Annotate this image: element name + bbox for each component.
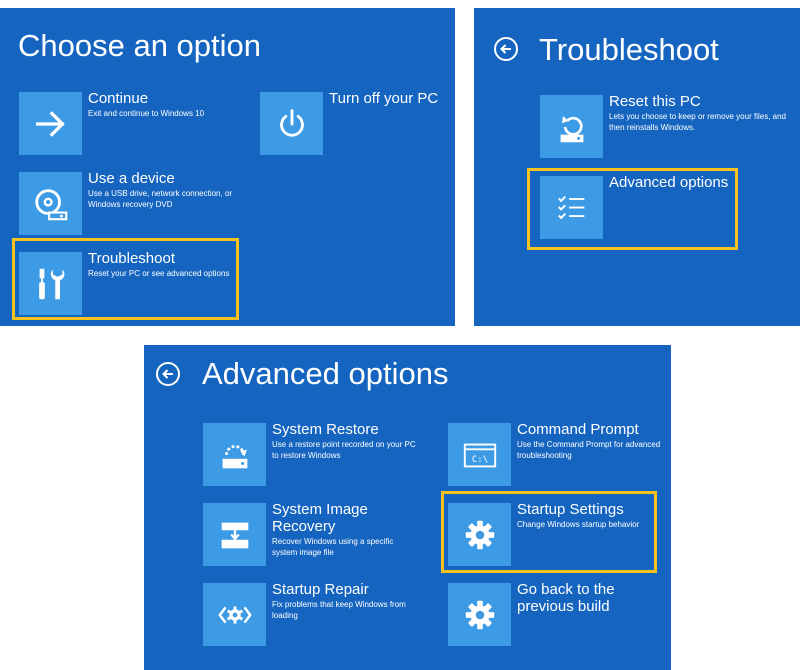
back-button[interactable] (156, 362, 180, 386)
option-title: Go back to the previous build (517, 581, 615, 615)
choose-an-option-panel: Choose an option Continue Exit and conti… (0, 8, 455, 326)
gear-icon (448, 583, 511, 646)
system-image-recovery-option[interactable]: System Image Recovery Recover Windows us… (203, 501, 418, 566)
command-prompt-option-text: Command Prompt Use the Command Prompt fo… (517, 421, 663, 461)
turn-off-pc-option[interactable]: Turn off your PC (260, 90, 445, 155)
continue-option-text: Continue Exit and continue to Windows 10 (88, 90, 249, 119)
advanced-options-panel: Advanced options System Restore Use a re… (144, 345, 671, 670)
option-title: Advanced options (609, 174, 729, 191)
use-a-device-option-text: Use a device Use a USB drive, network co… (88, 170, 249, 210)
system-restore-option[interactable]: System Restore Use a restore point recor… (203, 421, 418, 486)
option-title: System Restore (272, 421, 379, 438)
option-description: Use the Command Prompt for advanced trou… (517, 440, 661, 460)
tools-icon (19, 252, 82, 315)
system-image-icon (203, 503, 266, 566)
option-description: Use a USB drive, network connection, or … (88, 189, 233, 209)
option-title: System Image Recovery (272, 501, 368, 535)
page-title: Choose an option (18, 28, 262, 63)
option-title: Continue (88, 90, 149, 107)
advanced-option-text: Advanced options (609, 174, 730, 191)
troubleshoot-option[interactable]: Troubleshoot Reset your PC or see advanc… (19, 250, 234, 315)
option-title: Troubleshoot (88, 250, 175, 267)
back-arrow-icon (162, 369, 173, 379)
command-prompt-icon: C:\ (448, 423, 511, 486)
continue-option[interactable]: Continue Exit and continue to Windows 10 (19, 90, 249, 155)
startup-repair-option-text: Startup Repair Fix problems that keep Wi… (272, 581, 418, 621)
option-description: Fix problems that keep Windows from load… (272, 600, 406, 620)
go-back-option-text: Go back to the previous build (517, 581, 648, 615)
startup-repair-icon (203, 583, 266, 646)
option-description: Recover Windows using a specific system … (272, 537, 394, 557)
system-image-option-text: System Image Recovery Recover Windows us… (272, 501, 418, 558)
option-description: Lets you choose to keep or remove your f… (609, 112, 786, 132)
startup-settings-option[interactable]: Startup Settings Change Windows startup … (448, 501, 648, 566)
command-prompt-option[interactable]: C:\ Command Prompt Use the Command Promp… (448, 421, 663, 486)
option-description: Exit and continue to Windows 10 (88, 109, 205, 118)
troubleshoot-panel: Troubleshoot Reset this PC Lets you choo… (474, 8, 800, 326)
back-arrow-icon (500, 44, 511, 54)
turn-off-option-text: Turn off your PC (329, 90, 445, 107)
arrow-right-icon (19, 92, 82, 155)
option-title: Reset this PC (609, 93, 701, 110)
option-title: Command Prompt (517, 421, 639, 438)
reset-this-pc-option[interactable]: Reset this PC Lets you choose to keep or… (540, 93, 790, 158)
page-title: Advanced options (202, 356, 449, 391)
startup-repair-option[interactable]: Startup Repair Fix problems that keep Wi… (203, 581, 418, 646)
startup-settings-option-text: Startup Settings Change Windows startup … (517, 501, 648, 530)
page-title: Troubleshoot (539, 32, 719, 67)
option-title: Startup Repair (272, 581, 369, 598)
disc-drive-icon (19, 172, 82, 235)
option-title: Startup Settings (517, 501, 624, 518)
option-title: Use a device (88, 170, 175, 187)
power-icon (260, 92, 323, 155)
prompt-glyph: C:\ (471, 455, 487, 465)
reset-pc-icon (540, 95, 603, 158)
checklist-icon (540, 176, 603, 239)
option-title: Turn off your PC (329, 90, 439, 107)
go-back-previous-build-option[interactable]: Go back to the previous build (448, 581, 648, 646)
option-description: Use a restore point recorded on your PC … (272, 440, 416, 460)
advanced-options-option[interactable]: Advanced options (540, 174, 730, 239)
use-a-device-option[interactable]: Use a device Use a USB drive, network co… (19, 170, 249, 235)
back-button[interactable] (494, 37, 518, 61)
reset-option-text: Reset this PC Lets you choose to keep or… (609, 93, 790, 133)
system-restore-icon (203, 423, 266, 486)
gear-icon (448, 503, 511, 566)
option-description: Reset your PC or see advanced options (88, 269, 230, 278)
system-restore-option-text: System Restore Use a restore point recor… (272, 421, 418, 461)
option-description: Change Windows startup behavior (517, 520, 640, 529)
troubleshoot-option-text: Troubleshoot Reset your PC or see advanc… (88, 250, 234, 279)
